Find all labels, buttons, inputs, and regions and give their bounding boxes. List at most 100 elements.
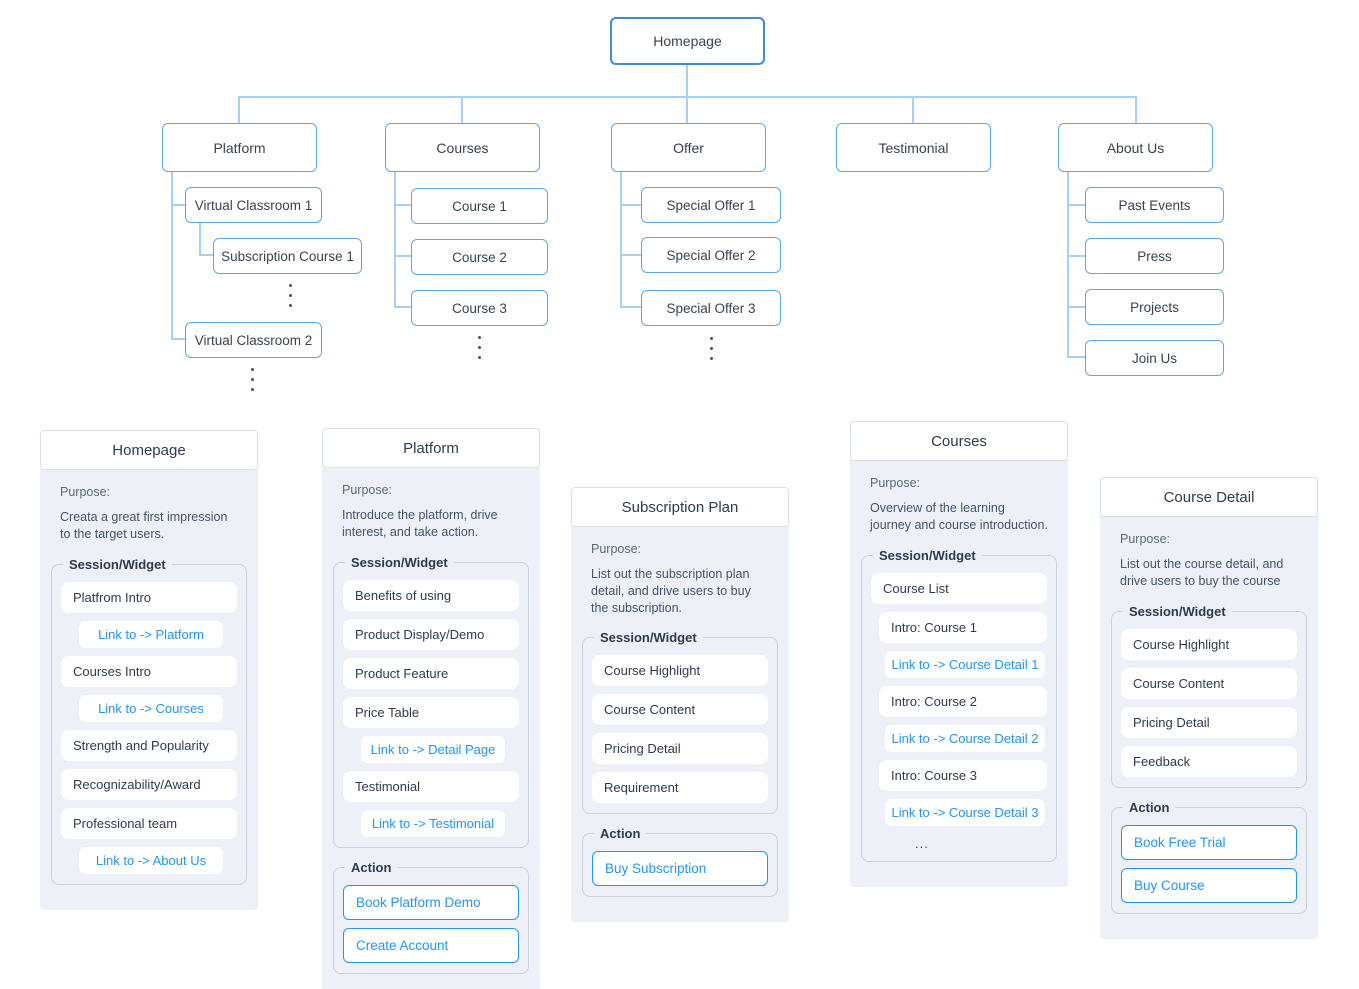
widget-pill[interactable]: Price Table	[343, 696, 519, 728]
purpose-label: Purpose:	[1120, 532, 1171, 546]
widget-pill[interactable]: Courses Intro	[61, 655, 237, 687]
tree-node-label: Special Offer 3	[666, 300, 756, 316]
widget-pill[interactable]: Course Content	[592, 694, 768, 726]
widget-pill[interactable]: Intro: Course 2	[879, 685, 1047, 717]
session-widget-legend: Session/Widget	[69, 556, 166, 572]
purpose-label: Purpose:	[870, 476, 921, 490]
link-pill[interactable]: Link to -> Course Detail 2	[885, 724, 1045, 752]
purpose-text: Overview of the learning journey and cou…	[870, 501, 1048, 532]
widget-pill[interactable]: Requirement	[592, 772, 768, 804]
card-title: Course Detail	[1100, 477, 1318, 517]
tree-node-courses[interactable]: Courses	[385, 123, 540, 172]
link-pill[interactable]: Link to -> Course Detail 1	[885, 650, 1045, 678]
widget-pill[interactable]: Testimonial	[343, 770, 519, 802]
card-homepage: Homepage Purpose: Creata a great first i…	[40, 430, 258, 910]
tree-node-press[interactable]: Press	[1085, 238, 1224, 274]
connector-line	[394, 306, 411, 308]
session-widget-legend: Session/Widget	[600, 630, 697, 646]
connector-line	[199, 254, 213, 256]
connector-line	[686, 96, 688, 123]
tree-node-label: Course 3	[452, 300, 507, 316]
purpose-text: List out the course detail, and drive us…	[1120, 557, 1284, 588]
purpose-text: Introduce the platform, drive interest, …	[342, 508, 498, 539]
card-course-detail: Course Detail Purpose: List out the cour…	[1100, 477, 1318, 939]
tree-node-past-events[interactable]: Past Events	[1085, 187, 1224, 223]
widget-pill[interactable]: Course Highlight	[592, 655, 768, 687]
card-courses: Courses Purpose: Overview of the learnin…	[850, 421, 1068, 887]
widget-pill[interactable]: Product Display/Demo	[343, 618, 519, 650]
purpose-label: Purpose:	[342, 483, 393, 497]
card-title-label: Subscription Plan	[621, 498, 739, 516]
widget-pill[interactable]: Benefits of using	[343, 579, 519, 611]
widget-pill[interactable]: Feedback	[1121, 745, 1297, 777]
tree-node-subscription-course-1[interactable]: Subscription Course 1	[213, 238, 362, 274]
connector-line	[394, 204, 411, 206]
link-pill[interactable]: Link to -> Testimonial	[361, 809, 505, 837]
buy-course-button[interactable]: Buy Course	[1121, 867, 1297, 903]
widget-pill[interactable]: Strength and Popularity	[61, 729, 237, 761]
card-title-label: Course Detail	[1163, 488, 1255, 506]
widget-pill[interactable]: Pricing Detail	[1121, 706, 1297, 738]
link-pill[interactable]: Link to -> About Us	[79, 846, 223, 874]
card-body: Purpose: List out the course detail, and…	[1100, 516, 1318, 939]
connector-line	[1135, 96, 1137, 123]
ellipsis-dots	[478, 336, 481, 359]
link-pill[interactable]: Link to -> Course Detail 3	[885, 798, 1045, 826]
widget-pill[interactable]: Intro: Course 1	[879, 611, 1047, 643]
tree-node-label: Special Offer 2	[666, 247, 756, 263]
create-account-button[interactable]: Create Account	[343, 927, 519, 963]
card-title: Platform	[322, 428, 540, 468]
widget-pill[interactable]: Professional team	[61, 807, 237, 839]
buy-subscription-button[interactable]: Buy Subscription	[592, 851, 768, 887]
tree-node-offer[interactable]: Offer	[611, 123, 766, 172]
book-free-trial-button[interactable]: Book Free Trial	[1121, 824, 1297, 860]
card-title: Subscription Plan	[571, 487, 789, 527]
connector-line	[912, 96, 914, 123]
card-title: Homepage	[40, 430, 258, 470]
book-platform-demo-button[interactable]: Book Platform Demo	[343, 884, 519, 920]
connector-line	[394, 172, 396, 307]
tree-node-virtual-classroom-2[interactable]: Virtual Classroom 2	[185, 322, 322, 358]
widget-pill[interactable]: Course List	[871, 572, 1047, 604]
connector-line	[171, 172, 173, 340]
connector-line	[620, 306, 641, 308]
tree-node-label: Platform	[213, 139, 266, 156]
tree-node-course-1[interactable]: Course 1	[411, 188, 548, 224]
purpose-text: List out the subscription plan detail, a…	[591, 567, 751, 615]
widget-pill[interactable]: Course Content	[1121, 667, 1297, 699]
tree-node-homepage[interactable]: Homepage	[610, 17, 765, 65]
tree-node-special-offer-3[interactable]: Special Offer 3	[641, 290, 781, 326]
tree-node-about-us[interactable]: About Us	[1058, 123, 1213, 172]
widget-pill[interactable]: Product Feature	[343, 657, 519, 689]
tree-node-label: Subscription Course 1	[221, 248, 354, 264]
connector-line	[199, 222, 201, 256]
card-platform: Platform Purpose: Introduce the platform…	[322, 428, 540, 989]
card-body: Purpose: Introduce the platform, drive i…	[322, 467, 540, 989]
more-items-ellipsis: ...	[915, 835, 929, 851]
connector-line	[1067, 255, 1085, 257]
connector-line	[620, 204, 641, 206]
tree-node-course-3[interactable]: Course 3	[411, 290, 548, 326]
tree-node-join-us[interactable]: Join Us	[1085, 340, 1224, 376]
ellipsis-dots	[710, 337, 713, 360]
tree-node-course-2[interactable]: Course 2	[411, 239, 548, 275]
widget-pill[interactable]: Platfrom Intro	[61, 581, 237, 613]
tree-node-platform[interactable]: Platform	[162, 123, 317, 172]
tree-node-label: Offer	[673, 139, 704, 156]
widget-pill[interactable]: Pricing Detail	[592, 733, 768, 765]
tree-node-special-offer-1[interactable]: Special Offer 1	[641, 187, 781, 223]
tree-node-projects[interactable]: Projects	[1085, 289, 1224, 325]
action-group: Action Book Platform Demo Create Account	[333, 859, 529, 974]
tree-node-label: Special Offer 1	[666, 197, 756, 213]
link-pill[interactable]: Link to -> Courses	[79, 694, 223, 722]
widget-pill[interactable]: Course Highlight	[1121, 628, 1297, 660]
widget-pill[interactable]: Intro: Course 3	[879, 759, 1047, 791]
tree-node-special-offer-2[interactable]: Special Offer 2	[641, 237, 781, 273]
tree-node-testimonial[interactable]: Testimonial	[836, 123, 991, 172]
link-pill[interactable]: Link to -> Platform	[79, 620, 223, 648]
tree-node-virtual-classroom-1[interactable]: Virtual Classroom 1	[185, 187, 322, 223]
link-pill[interactable]: Link to -> Detail Page	[361, 735, 505, 763]
widget-pill[interactable]: Recognizability/Award	[61, 768, 237, 800]
card-title: Courses	[850, 421, 1068, 461]
